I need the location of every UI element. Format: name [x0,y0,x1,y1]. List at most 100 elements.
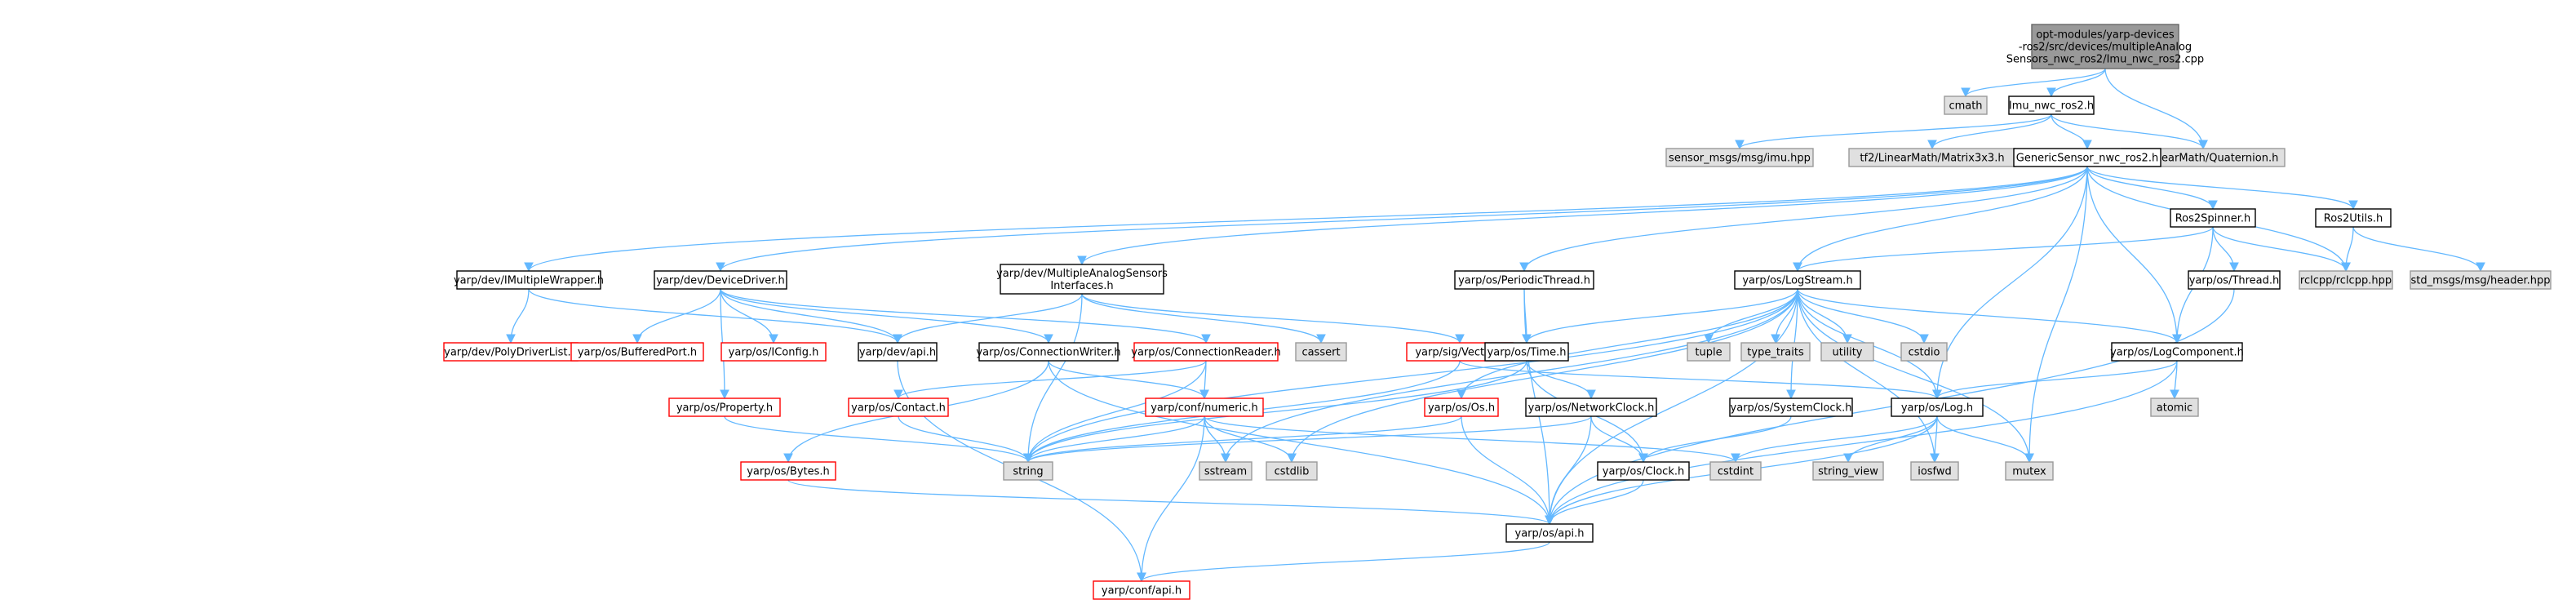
edge-log-to-mutex [1936,415,2034,464]
node-iconfig[interactable]: yarp/os/IConfig.h [720,342,827,362]
node-sstream[interactable]: sstream [1199,461,1253,481]
node-stringview[interactable]: string_view [1812,461,1884,481]
edge-vector-to-log [1459,360,1942,400]
node-contact[interactable]: yarp/os/Contact.h [848,397,949,417]
node-rclcpp[interactable]: rclcpp/rclcpp.hpp [2299,270,2393,290]
node-label: yarp/os/Os.h [1428,402,1495,415]
edge-connwriter-to-numeric [1048,360,1209,400]
node-confapi[interactable]: yarp/conf/api.h [1093,580,1190,600]
edge-imultiple-to-devapi [528,288,902,344]
node-label: yarp/os/BufferedPort.h [578,347,697,359]
node-label: sstream [1204,466,1247,478]
node-label: Sensors_nwc_ros2/Imu_nwc_ros2.cpp [2006,54,2204,66]
node-osh[interactable]: yarp/os/Os.h [1424,397,1499,417]
edge-utils-to-header [2352,226,2485,273]
node-label: tuple [1695,347,1722,359]
node-clock[interactable]: yarp/os/Clock.h [1597,461,1690,481]
node-bufport[interactable]: yarp/os/BufferedPort.h [570,342,704,362]
node-string[interactable]: string [1003,461,1053,481]
node-cstdint[interactable]: cstdint [1709,461,1762,481]
edge-numeric-to-sstream [1204,415,1230,464]
edge-imuh-to-msgimu [1735,113,2052,150]
node-logcomp[interactable]: yarp/os/LogComponent.h [2110,342,2244,362]
node-label: yarp/os/Bytes.h [747,466,830,478]
node-masi[interactable]: yarp/dev/MultipleAnalogSensorsInterfaces… [996,264,1168,295]
node-devdriver[interactable]: yarp/dev/DeviceDriver.h [654,270,787,290]
node-msgimu[interactable]: sensor_msgs/msg/imu.hpp [1665,148,1814,167]
node-iosfwd[interactable]: iosfwd [1910,461,1959,481]
node-typetraits[interactable]: type_traits [1740,342,1811,362]
edge-numeric-to-confapi [1137,415,1205,583]
edge-generic-to-devdriver [716,166,2088,273]
node-time[interactable]: yarp/os/Time.h [1484,342,1569,362]
node-atomic[interactable]: atomic [2150,397,2199,417]
node-tuple[interactable]: tuple [1687,342,1731,362]
node-spinner[interactable]: Ros2Spinner.h [2170,208,2256,228]
node-utils[interactable]: Ros2Utils.h [2315,208,2392,228]
node-box [1820,342,1874,362]
node-label: cstdint [1718,466,1754,478]
node-netclock[interactable]: yarp/os/NetworkClock.h [1525,397,1657,417]
node-root[interactable]: opt-modules/yarp-devices-ros2/src/device… [2006,24,2204,69]
node-box [1891,397,1984,417]
edge-sysclock-to-clock [1638,415,1792,464]
node-box [1665,148,1814,167]
node-box [1199,461,1253,481]
node-connreader[interactable]: yarp/os/ConnectionReader.h [1131,342,1281,362]
edge-imuh-to-generic [2051,113,2092,150]
edge-clock-to-osapi [1545,479,1644,526]
node-periodic[interactable]: yarp/os/PeriodicThread.h [1454,270,1594,290]
node-logstream[interactable]: yarp/os/LogStream.h [1734,270,1861,290]
node-box [1133,342,1279,362]
node-box [1000,264,1164,295]
edge-devdriver-to-connwriter [720,288,1053,344]
node-utility[interactable]: utility [1820,342,1874,362]
edge-masi-to-string [1023,293,1083,464]
edge-generic-to-utils [2086,166,2358,211]
node-label: yarp/os/LogStream.h [1742,275,1852,287]
node-box [1597,461,1690,481]
node-log[interactable]: yarp/os/Log.h [1891,397,1984,417]
node-box [654,270,787,290]
node-label: yarp/dev/api.h [859,347,936,359]
edge-property-to-string [724,415,1033,464]
node-label: yarp/os/Log.h [1901,402,1973,415]
node-box [1003,461,1053,481]
node-box [2410,270,2552,290]
node-property[interactable]: yarp/os/Property.h [668,397,781,417]
node-osapi[interactable]: yarp/os/api.h [1505,523,1594,543]
node-label: yarp/os/Property.h [676,402,773,415]
node-generic[interactable]: GenericSensor_nwc_ros2.h [2013,148,2161,167]
node-numeric[interactable]: yarp/conf/numeric.h [1145,397,1264,417]
node-cassert[interactable]: cassert [1295,342,1347,362]
edge-imuh-to-quat [2051,113,2208,150]
edge-connreader-to-contact [893,360,1207,400]
node-bytes[interactable]: yarp/os/Bytes.h [740,461,836,481]
node-devapi[interactable]: yarp/dev/api.h [858,342,938,362]
node-polydriver[interactable]: yarp/dev/PolyDriverList.h [443,342,579,362]
edge-masi-to-cassert [1081,293,1326,344]
node-matrix[interactable]: tf2/LinearMath/Matrix3x3.h [1848,148,2016,167]
node-imultiple[interactable]: yarp/dev/IMultipleWrapper.h [454,270,604,290]
edge-masi-to-devapi [893,293,1083,344]
node-label: GenericSensor_nwc_ros2.h [2016,153,2158,165]
node-label: opt-modules/yarp-devices [2036,29,2175,42]
node-box [668,397,781,417]
node-label: Ros2Spinner.h [2175,213,2251,225]
edge-spinner-to-logstream [1793,226,2214,273]
node-quat[interactable]: tf2/LinearMath/Quaternion.h [2121,148,2286,167]
edge-devdriver-to-devapi [720,288,902,344]
edge-logstream-to-sstream [1221,288,1798,464]
node-imuh[interactable]: Imu_nwc_ros2.h [2008,95,2095,115]
node-cstdio[interactable]: cstdio [1900,342,1948,362]
node-box [1295,342,1347,362]
node-thread[interactable]: yarp/os/Thread.h [2188,270,2281,290]
node-label: tf2/LinearMath/Quaternion.h [2128,153,2279,165]
node-mutex[interactable]: mutex [2005,461,2054,481]
node-connwriter[interactable]: yarp/os/ConnectionWriter.h [976,342,1121,362]
node-cstdlib[interactable]: cstdlib [1266,461,1318,481]
node-sysclock[interactable]: yarp/os/SystemClock.h [1729,397,1853,417]
node-cmath[interactable]: cmath [1944,95,1988,115]
node-header[interactable]: std_msgs/msg/header.hpp [2410,270,2552,290]
node-label: type_traits [1747,347,1804,359]
